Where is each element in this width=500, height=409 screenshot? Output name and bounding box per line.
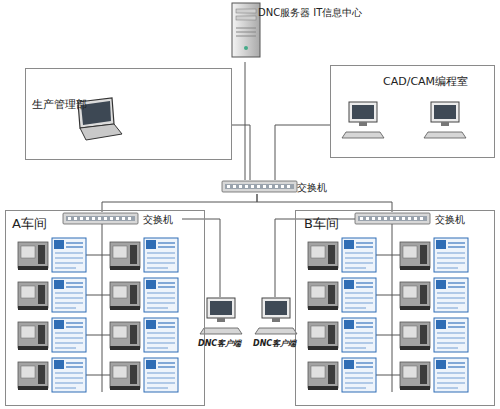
node-label: 交换机 xyxy=(297,181,327,195)
node-label: CAD/CAM编程室 xyxy=(383,74,468,89)
switch-icon xyxy=(222,181,297,192)
node-label: A车间 xyxy=(12,215,47,233)
pc-icon xyxy=(200,298,242,334)
server-node: DNC服务器 IT信息中心 xyxy=(225,0,395,62)
node-label: 交换机 xyxy=(143,213,173,227)
workshop-machines xyxy=(18,224,178,392)
workshop-box: B车间 交换机 xyxy=(295,210,495,406)
pc-icon xyxy=(424,102,466,138)
client-node: DNC客户端 xyxy=(195,297,245,349)
node-label: 交换机 xyxy=(435,213,465,227)
node-label: B车间 xyxy=(304,215,339,233)
switch-icon xyxy=(63,213,138,224)
node-label: 生产管理部 xyxy=(32,97,87,112)
switch-node: 交换机 xyxy=(62,212,182,226)
switch-node: 交换机 xyxy=(355,212,475,226)
department-box: CAD/CAM编程室 xyxy=(330,65,495,158)
network-cable xyxy=(182,219,220,297)
network-cable xyxy=(232,125,250,180)
client-node: DNC客户端 xyxy=(250,297,300,349)
switch-node: 交换机 xyxy=(222,180,332,194)
node-label: DNC客户端 xyxy=(198,338,241,349)
workshop-machines xyxy=(308,224,468,392)
server-icon xyxy=(232,3,260,57)
workshop-box: A车间 交换机 xyxy=(5,210,205,406)
node-label: DNC服务器 IT信息中心 xyxy=(258,6,362,20)
switch-icon xyxy=(355,213,430,224)
pc-icon xyxy=(342,102,384,138)
node-label: DNC客户端 xyxy=(253,338,296,349)
network-cable xyxy=(245,62,246,180)
department-box: 生产管理部 xyxy=(25,68,232,160)
pc-icon xyxy=(255,298,297,334)
network-cable xyxy=(275,125,330,180)
